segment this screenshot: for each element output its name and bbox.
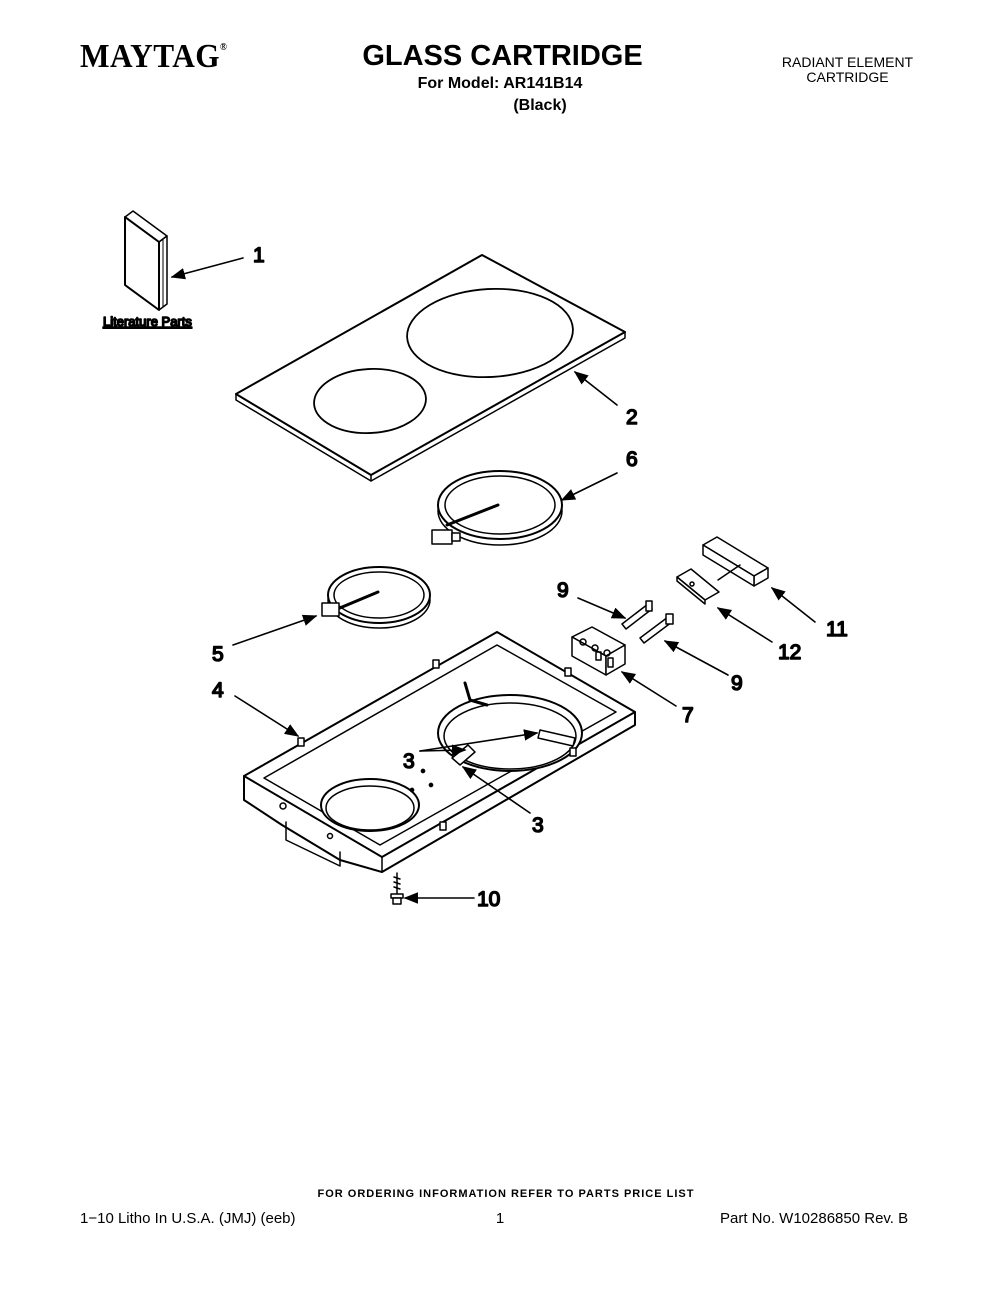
registered-mark: ® (220, 42, 228, 53)
large-radiant-element (431, 470, 563, 546)
brand-name: MAYTAG (80, 38, 221, 75)
model-line: For Model: AR141B14 (417, 75, 583, 92)
callout-3-right: 3 (532, 814, 544, 837)
callout-2: 2 (626, 406, 638, 429)
callout-1: 1 (253, 244, 265, 267)
insulator (676, 568, 720, 605)
terminal-block (571, 626, 626, 676)
ordering-note: FOR ORDERING INFORMATION REFER TO PARTS … (317, 1188, 695, 1200)
glass-cooktop (235, 254, 626, 482)
terminal-clip (621, 600, 674, 644)
callout-12: 12 (778, 641, 801, 664)
callout-11: 11 (826, 618, 848, 641)
callout-5: 5 (212, 643, 224, 666)
section-name: RADIANT ELEMENT CARTRIDGE (740, 55, 955, 85)
callout-9-upper: 9 (557, 579, 569, 602)
literature-parts-label: Literature Parts (103, 314, 192, 329)
part-number: Part No. W10286850 Rev. B (720, 1210, 909, 1227)
section-name-line1: RADIANT ELEMENT (781, 54, 914, 70)
page-title: GLASS CARTRIDGE (362, 40, 643, 72)
page-number: 1 (495, 1210, 505, 1227)
leader-arrows (170, 257, 816, 904)
literature-booklet (124, 210, 168, 311)
mounting-bracket (702, 536, 769, 587)
callout-7: 7 (682, 704, 694, 727)
screw (390, 872, 404, 905)
callout-4: 4 (212, 679, 224, 702)
callout-3-left: 3 (403, 750, 415, 773)
small-radiant-element (321, 566, 431, 629)
callout-6: 6 (626, 448, 638, 471)
callout-10: 10 (477, 888, 500, 911)
callout-9-lower: 9 (731, 672, 743, 695)
litho-info: 1−10 Litho In U.S.A. (JMJ) (eeb) (80, 1210, 296, 1227)
cartridge-pan (243, 631, 636, 873)
model-variant: (Black) (513, 97, 567, 114)
section-name-line2: CARTRIDGE (806, 69, 889, 85)
brand-logo: MAYTAG® (80, 38, 227, 76)
